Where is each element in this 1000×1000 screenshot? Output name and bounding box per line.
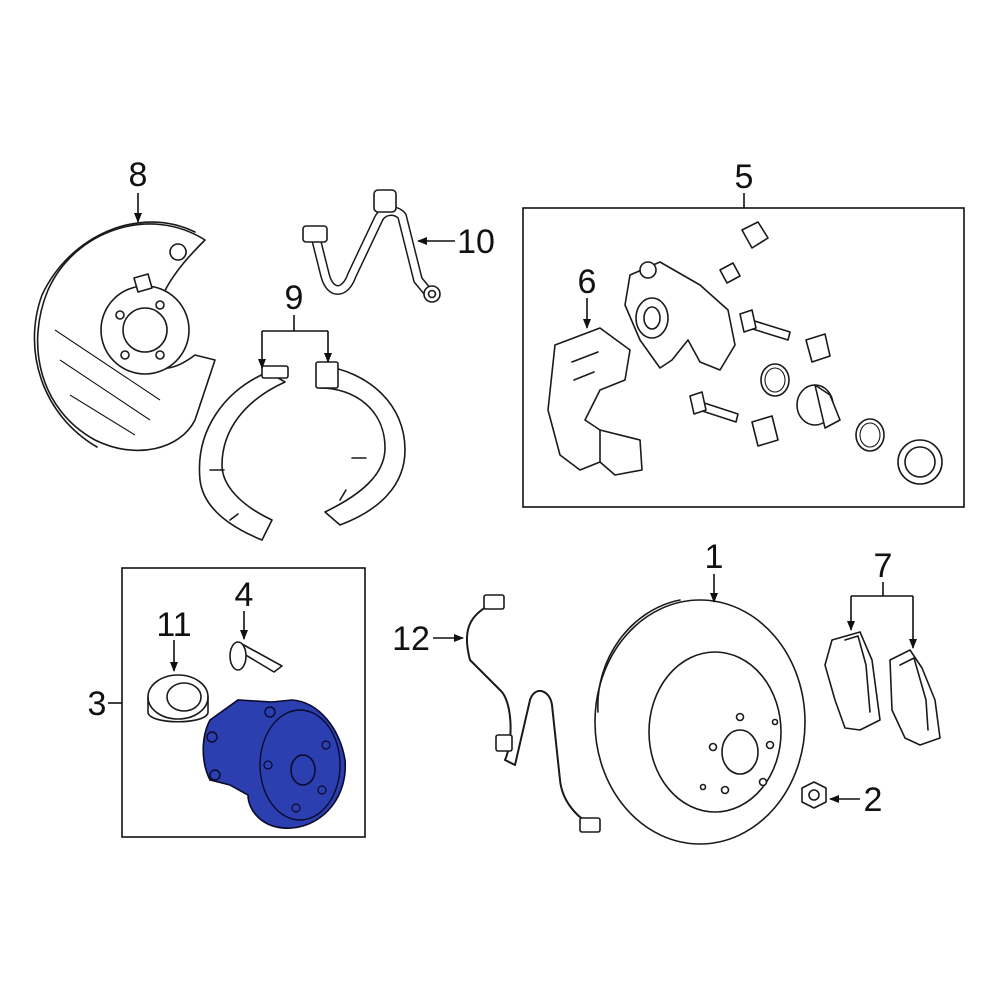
hub-bolt-part[interactable] (229, 641, 283, 673)
callout-5: 5 (735, 158, 754, 196)
bleeder-screw-part[interactable] (719, 262, 741, 284)
brake-hose-part[interactable] (302, 189, 441, 303)
piston-seal-lower[interactable] (855, 418, 885, 452)
callout-1: 1 (705, 538, 724, 576)
hub-bearing-part[interactable] (147, 674, 209, 723)
piston-part[interactable] (796, 384, 841, 429)
caliper-body-part[interactable] (624, 261, 736, 371)
parking-brake-shoe-right[interactable] (315, 361, 406, 526)
dust-boot-part[interactable] (897, 439, 943, 485)
callout-3: 3 (88, 685, 107, 723)
guide-bolt-lower[interactable] (689, 391, 739, 423)
brake-rotor-part[interactable] (594, 599, 806, 845)
callout-11: 11 (156, 606, 191, 644)
backing-plate-part[interactable] (33, 221, 216, 452)
abs-sensor-wire-part[interactable] (465, 594, 601, 833)
hub-assembly-part[interactable] (202, 699, 346, 829)
lug-nut-part[interactable] (801, 781, 827, 809)
guide-bolt-upper[interactable] (739, 309, 791, 341)
parking-brake-shoe-left[interactable] (198, 365, 289, 541)
brake-pad-right[interactable] (889, 649, 941, 746)
callout-2: 2 (864, 781, 883, 819)
piston-seal-upper[interactable] (760, 363, 790, 397)
caliper-bracket-part[interactable] (547, 327, 643, 476)
brake-pad-left[interactable] (824, 631, 881, 731)
callout-4: 4 (235, 576, 254, 614)
guide-boot-upper[interactable] (805, 333, 831, 363)
guide-boot-lower[interactable] (751, 415, 779, 447)
callout-6: 6 (578, 263, 597, 301)
bleeder-cap-part[interactable] (741, 221, 769, 249)
callout-8: 8 (129, 156, 148, 194)
callout-10: 10 (457, 223, 495, 261)
leader-lines (108, 193, 917, 803)
callout-12: 12 (392, 620, 430, 658)
callout-9: 9 (285, 279, 304, 317)
callout-7: 7 (874, 547, 893, 585)
